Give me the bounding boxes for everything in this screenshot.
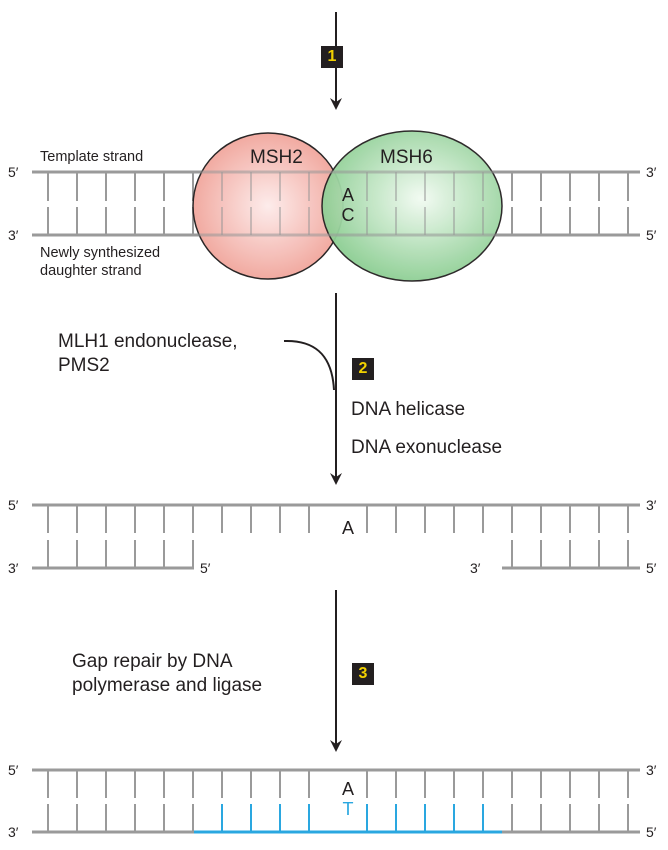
template-strand-label: Template strand (40, 149, 144, 165)
mlh1-branch-curve (283, 339, 335, 391)
dna3-top-base: A (341, 779, 354, 799)
daughter-strand-label-line2: daughter strand (40, 263, 142, 279)
dna-duplex-2 (32, 503, 640, 570)
dna3-bottom-right-end: 5′ (646, 824, 657, 840)
daughter-strand-label-line1: Newly synthesized (40, 245, 161, 261)
msh6-label: MSH6 (380, 147, 433, 168)
base-pair-rungs-2 (47, 505, 629, 568)
protein-overlay-rungs (221, 172, 484, 235)
base-pair-rungs-3 (47, 770, 629, 832)
dna-helicase-label: DNA helicase (351, 399, 466, 420)
dna2-gap-right-end: 3′ (470, 560, 481, 576)
dna3-top-right-end: 3′ (646, 762, 657, 778)
dna2-bottom-right-end: 5′ (646, 560, 657, 576)
dna2-bottom-left-end: 3′ (8, 560, 19, 576)
msh6-protein (321, 130, 503, 282)
gap-repair-label-line1: Gap repair by DNA (72, 651, 233, 672)
dna2-top-base: A (341, 518, 354, 538)
mlh1-label-line1: MLH1 endonuclease, (58, 331, 238, 352)
dna3-repaired-base: T (342, 799, 354, 819)
step-1-badge: 1 (321, 46, 343, 68)
dna2-top-left-end: 5′ (8, 497, 19, 513)
arrowhead-step-1 (330, 98, 342, 110)
dna2-gap-left-end: 5′ (200, 560, 211, 576)
dna1-top-right-end: 3′ (646, 164, 657, 180)
step-3-badge: 3 (352, 663, 374, 685)
mlh1-label-line2: PMS2 (58, 355, 110, 376)
dna1-bottom-right-end: 5′ (646, 227, 657, 243)
mismatch-bottom-base: C (341, 205, 355, 225)
dna-exonuclease-label: DNA exonuclease (351, 437, 503, 458)
dna3-top-left-end: 5′ (8, 762, 19, 778)
dna1-top-left-end: 5′ (8, 164, 19, 180)
dna1-bottom-left-end: 3′ (8, 227, 19, 243)
protein-overlay-strands (193, 170, 502, 237)
msh2-label: MSH2 (250, 147, 303, 168)
dna-duplex-3 (32, 768, 640, 834)
dna2-top-right-end: 3′ (646, 497, 657, 513)
step-2-badge: 2 (352, 358, 374, 380)
mismatch-top-base: A (341, 185, 354, 205)
dna3-bottom-left-end: 3′ (8, 824, 19, 840)
arrowhead-step-2 (330, 473, 342, 485)
arrowhead-step-3 (330, 740, 342, 752)
gap-repair-label-line2: polymerase and ligase (72, 675, 263, 696)
